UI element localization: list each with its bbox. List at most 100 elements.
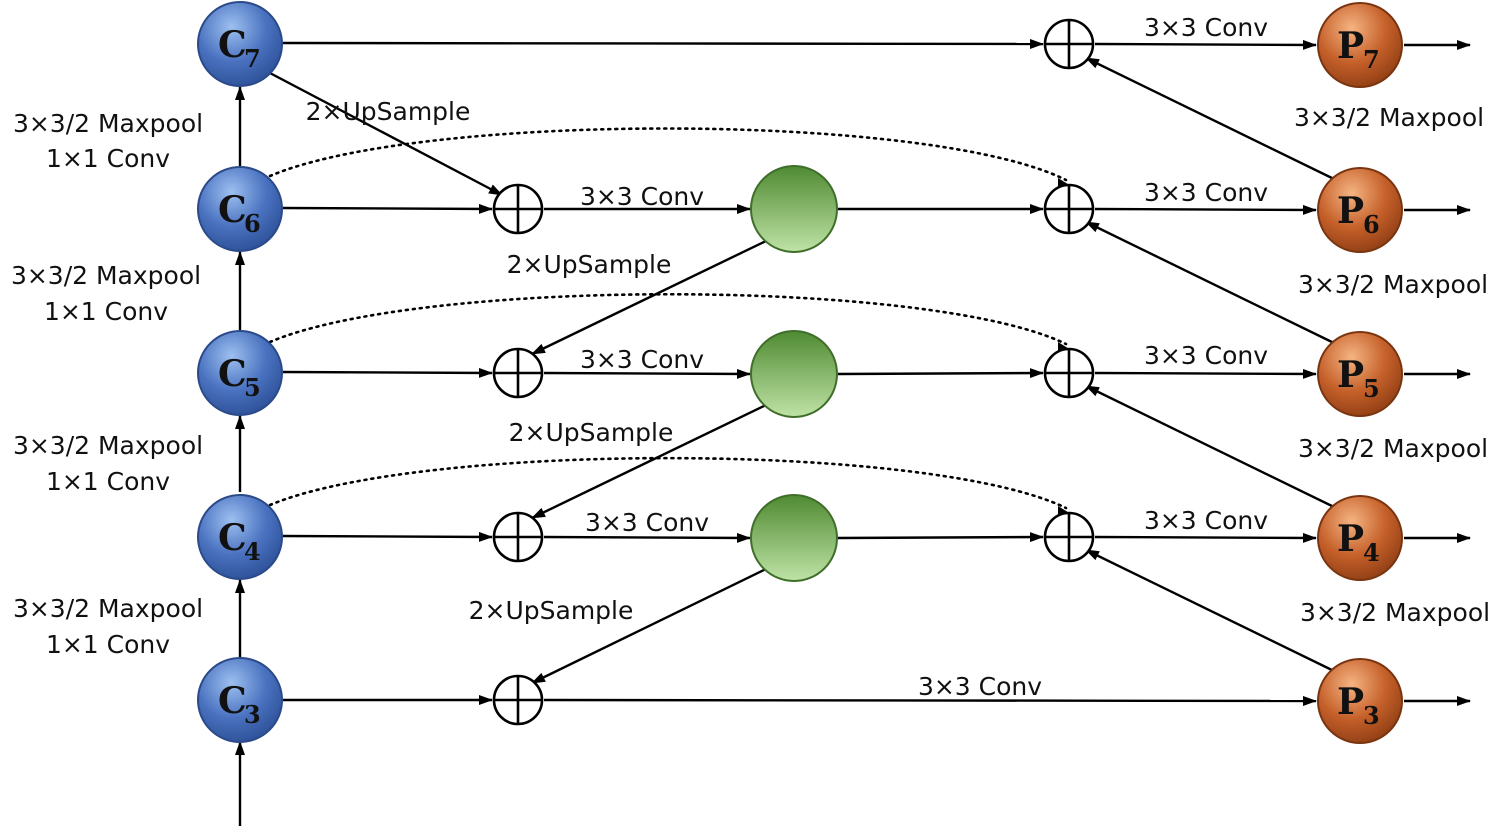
sum-nodes bbox=[492, 18, 1095, 726]
sum-node-left-3 bbox=[492, 674, 544, 726]
arrow-c5-sum bbox=[282, 367, 493, 378]
upsample-arrow-g6 bbox=[531, 238, 769, 356]
bottom-conv-label: 3×3 Conv bbox=[918, 672, 1042, 701]
right-conv-label-7: 3×3 Conv bbox=[1144, 13, 1268, 42]
svg-text:6: 6 bbox=[244, 209, 261, 238]
skip-c4 bbox=[268, 456, 1068, 510]
output-node-p6: P 6 bbox=[1317, 167, 1403, 253]
upsample-arrows bbox=[267, 70, 769, 685]
arrow-sum-p3 bbox=[543, 695, 1317, 706]
svg-text:3: 3 bbox=[1363, 701, 1380, 730]
output-node-p5: P 5 bbox=[1317, 331, 1403, 417]
mid-conv-label-5: 3×3 Conv bbox=[580, 345, 704, 374]
arrow-sum-g4 bbox=[543, 532, 751, 543]
left-label-c5-c6-line2: 1×1 Conv bbox=[44, 297, 168, 326]
output-node-p4: P 4 bbox=[1317, 495, 1403, 581]
upsample-arrow-g4 bbox=[531, 566, 769, 685]
intermediate-nodes bbox=[750, 165, 838, 582]
arrow-c7-sum bbox=[282, 38, 1044, 49]
backbone-nodes: C 7 C 6 C 5 C 4 C 3 bbox=[197, 1, 283, 743]
arrow-sum-p5 bbox=[1094, 368, 1317, 379]
svg-text:4: 4 bbox=[244, 537, 261, 566]
svg-text:P: P bbox=[1337, 681, 1364, 723]
mid-conv-label-4: 3×3 Conv bbox=[585, 508, 709, 537]
svg-text:5: 5 bbox=[244, 373, 261, 402]
sum-node-left-6 bbox=[492, 183, 544, 235]
mid-conv-label-6: 3×3 Conv bbox=[580, 182, 704, 211]
svg-text:P: P bbox=[1337, 518, 1364, 560]
svg-text:5: 5 bbox=[1363, 374, 1380, 403]
arrow-sum-p7 bbox=[1094, 39, 1317, 50]
intermediate-node-6 bbox=[750, 165, 838, 253]
arrow-g5-sum bbox=[837, 368, 1044, 379]
svg-text:P: P bbox=[1337, 354, 1364, 396]
right-conv-labels: 3×3 Conv 3×3 Conv 3×3 Conv 3×3 Conv bbox=[1144, 13, 1268, 535]
right-maxpool-label-5: 3×3/2 Maxpool bbox=[1298, 270, 1488, 299]
lateral-arrows bbox=[282, 38, 1471, 706]
svg-text:4: 4 bbox=[1363, 538, 1380, 567]
upsample-label-5: 2×UpSample bbox=[509, 418, 674, 447]
left-label-c6-c7-line2: 1×1 Conv bbox=[46, 144, 170, 173]
backbone-node-c3: C 3 bbox=[197, 657, 283, 743]
skip-c5 bbox=[268, 292, 1068, 346]
svg-text:C: C bbox=[218, 680, 247, 722]
backbone-node-c4: C 4 bbox=[197, 494, 283, 580]
left-labels: 3×3/2 Maxpool 1×1 Conv 3×3/2 Maxpool 1×1… bbox=[11, 109, 203, 659]
right-maxpool-labels: 3×3/2 Maxpool 3×3/2 Maxpool 3×3/2 Maxpoo… bbox=[1294, 103, 1490, 627]
upsample-label-c7: 2×UpSample bbox=[306, 97, 471, 126]
right-maxpool-label-4: 3×3/2 Maxpool bbox=[1298, 434, 1488, 463]
svg-text:6: 6 bbox=[1363, 210, 1380, 239]
sum-node-left-5 bbox=[492, 347, 544, 399]
upsample-label-6: 2×UpSample bbox=[507, 250, 672, 279]
skip-c6 bbox=[268, 127, 1068, 182]
mid-conv-labels: 3×3 Conv 3×3 Conv 3×3 Conv 3×3 Conv bbox=[580, 182, 1042, 701]
arrow-c4-sum bbox=[282, 531, 493, 542]
svg-text:C: C bbox=[218, 24, 247, 66]
svg-text:C: C bbox=[218, 517, 247, 559]
sum-node-right-6 bbox=[1043, 183, 1095, 235]
left-label-c3-c4-line1: 3×3/2 Maxpool bbox=[13, 594, 203, 623]
upsample-arrow-g5 bbox=[531, 402, 769, 520]
arrow-sum-p6 bbox=[1094, 204, 1317, 215]
right-conv-label-4: 3×3 Conv bbox=[1144, 506, 1268, 535]
svg-text:P: P bbox=[1337, 190, 1364, 232]
arrow-sum-g5 bbox=[543, 368, 751, 379]
right-maxpool-label-6: 3×3/2 Maxpool bbox=[1294, 103, 1484, 132]
output-node-p3: P 3 bbox=[1317, 658, 1403, 744]
intermediate-node-4 bbox=[750, 494, 838, 582]
right-maxpool-label-3: 3×3/2 Maxpool bbox=[1300, 598, 1490, 627]
backbone-node-c6: C 6 bbox=[197, 166, 283, 252]
maxpool-arrow-p3 bbox=[1085, 548, 1337, 674]
right-conv-label-6: 3×3 Conv bbox=[1144, 178, 1268, 207]
left-label-c6-c7-line1: 3×3/2 Maxpool bbox=[13, 109, 203, 138]
arrow-g4-sum bbox=[837, 532, 1044, 543]
right-conv-label-5: 3×3 Conv bbox=[1144, 341, 1268, 370]
left-label-c5-c6-line1: 3×3/2 Maxpool bbox=[11, 261, 201, 290]
svg-text:3: 3 bbox=[244, 700, 261, 729]
arrow-sum-p4 bbox=[1094, 532, 1317, 543]
maxpool-arrow-p6 bbox=[1085, 56, 1337, 182]
maxpool-arrows bbox=[1085, 56, 1337, 674]
arrow-c6-sum bbox=[282, 203, 493, 214]
svg-text:7: 7 bbox=[1363, 45, 1380, 74]
svg-text:C: C bbox=[218, 353, 247, 395]
backbone-node-c5: C 5 bbox=[197, 330, 283, 416]
output-nodes: P 7 P 6 P 5 P 4 P 3 bbox=[1317, 2, 1403, 744]
left-label-c4-c5-line2: 1×1 Conv bbox=[46, 467, 170, 496]
sum-node-left-4 bbox=[492, 511, 544, 563]
sum-node-right-4 bbox=[1043, 511, 1095, 563]
sum-node-right-5 bbox=[1043, 347, 1095, 399]
svg-text:7: 7 bbox=[244, 44, 261, 73]
output-node-p7: P 7 bbox=[1317, 2, 1403, 88]
maxpool-arrow-p4 bbox=[1085, 384, 1337, 510]
intermediate-node-5 bbox=[750, 330, 838, 418]
left-label-c4-c5-line1: 3×3/2 Maxpool bbox=[13, 431, 203, 460]
left-label-c3-c4-line2: 1×1 Conv bbox=[46, 630, 170, 659]
svg-text:C: C bbox=[218, 189, 247, 231]
upsample-labels: 2×UpSample 2×UpSample 2×UpSample 2×UpSam… bbox=[306, 97, 674, 625]
svg-text:P: P bbox=[1337, 25, 1364, 67]
maxpool-arrow-p5 bbox=[1085, 220, 1337, 346]
upsample-arrow-c7 bbox=[267, 70, 503, 197]
upsample-label-4: 2×UpSample bbox=[469, 596, 634, 625]
